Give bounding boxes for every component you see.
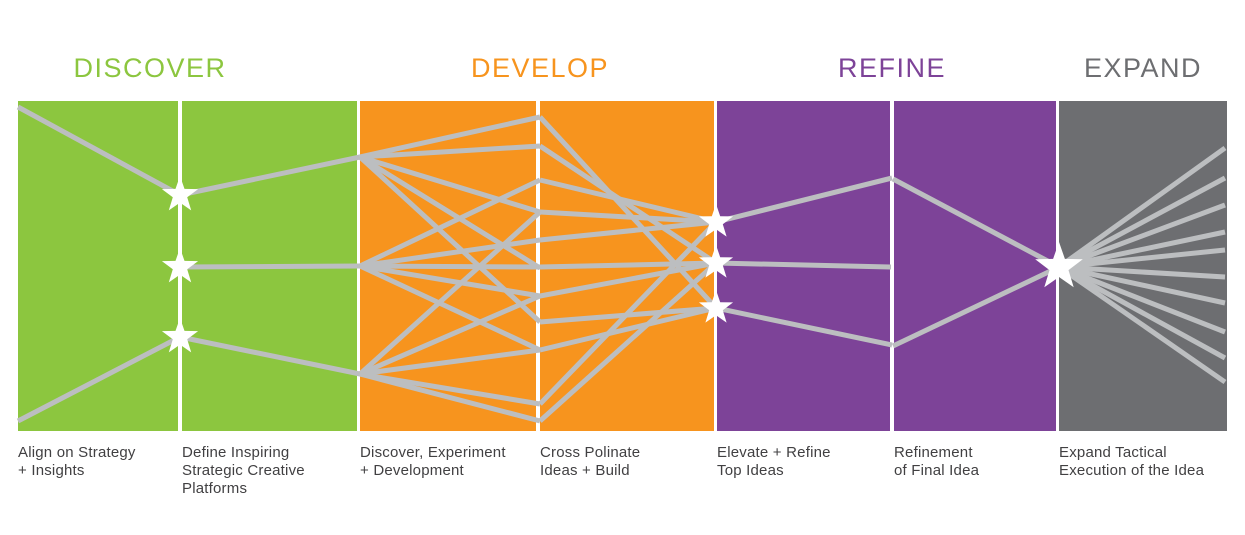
flow-line bbox=[1058, 202, 1226, 270]
flow-line bbox=[715, 305, 893, 348]
flow-line bbox=[359, 237, 541, 269]
flow-line bbox=[179, 334, 361, 377]
flow-line bbox=[359, 263, 541, 299]
flow-line bbox=[358, 154, 542, 271]
flow-line bbox=[539, 260, 717, 299]
flow-line bbox=[359, 114, 541, 160]
flow-line bbox=[1057, 175, 1227, 270]
milestone-star-icon bbox=[1035, 242, 1083, 288]
flow-line bbox=[891, 264, 1061, 349]
flow-line bbox=[359, 263, 541, 270]
flow-line bbox=[359, 371, 541, 424]
flow-line bbox=[539, 219, 717, 243]
flow-line bbox=[891, 176, 1061, 270]
flow-line bbox=[179, 263, 361, 270]
flow-line bbox=[359, 293, 541, 377]
flow-line bbox=[359, 154, 541, 215]
panel-refine-2 bbox=[894, 101, 1056, 431]
flow-line bbox=[1057, 264, 1227, 385]
flow-line bbox=[539, 177, 717, 225]
milestone-star-icon bbox=[698, 290, 734, 323]
flow-line bbox=[539, 305, 717, 353]
flow-line bbox=[715, 175, 893, 225]
flow-line bbox=[179, 154, 361, 198]
flow-line bbox=[538, 143, 718, 266]
step-label-cross-polinate: Cross Polinate Ideas + Build bbox=[540, 444, 641, 479]
flow-line bbox=[358, 263, 542, 353]
flow-line bbox=[539, 260, 717, 270]
phase-header-refine: REFINE bbox=[837, 53, 947, 83]
step-label-define-inspiring: Define Inspiring Strategic Creative Plat… bbox=[182, 444, 305, 497]
milestone-star-icon bbox=[698, 204, 734, 237]
step-label-align-on-strategy: Align on Strategy + Insights bbox=[18, 444, 136, 479]
flow-line bbox=[358, 210, 542, 376]
step-label-refinement: Refinement of Final Idea bbox=[894, 444, 980, 479]
flow-line bbox=[16, 334, 182, 424]
flow-line bbox=[359, 143, 541, 160]
flow-line bbox=[1058, 247, 1226, 270]
step-label-discover-experiment: Discover, Experiment + Development bbox=[360, 444, 506, 479]
milestone-star-icon bbox=[161, 318, 199, 353]
flow-line bbox=[1058, 264, 1226, 335]
phase-header-develop: DEVELOP bbox=[470, 53, 610, 83]
flow-line bbox=[1058, 264, 1226, 280]
flow-line bbox=[538, 220, 718, 406]
flow-line bbox=[16, 104, 182, 198]
phase-header-discover: DISCOVER bbox=[73, 53, 227, 83]
milestone-star-icon bbox=[161, 248, 199, 283]
flow-line bbox=[539, 209, 717, 225]
step-label-elevate-refine: Elevate + Refine Top Ideas bbox=[717, 444, 831, 479]
flow-line bbox=[358, 177, 542, 269]
flow-line bbox=[715, 260, 892, 270]
phase-header-expand: EXPAND bbox=[1083, 53, 1203, 83]
flow-line bbox=[538, 261, 718, 423]
flow-line bbox=[359, 371, 541, 407]
flow-line bbox=[358, 155, 542, 324]
flow-line bbox=[359, 347, 541, 377]
flow-line bbox=[538, 115, 718, 310]
flow-line bbox=[1058, 229, 1226, 270]
milestone-star-icon bbox=[698, 245, 734, 278]
panel-discover-1 bbox=[18, 101, 178, 431]
flow-line bbox=[1057, 264, 1227, 361]
flow-line bbox=[1057, 145, 1227, 270]
flow-line bbox=[1058, 264, 1226, 306]
milestone-star-icon bbox=[161, 176, 199, 211]
step-label-expand-tactical: Expand Tactical Execution of the Idea bbox=[1059, 444, 1205, 479]
